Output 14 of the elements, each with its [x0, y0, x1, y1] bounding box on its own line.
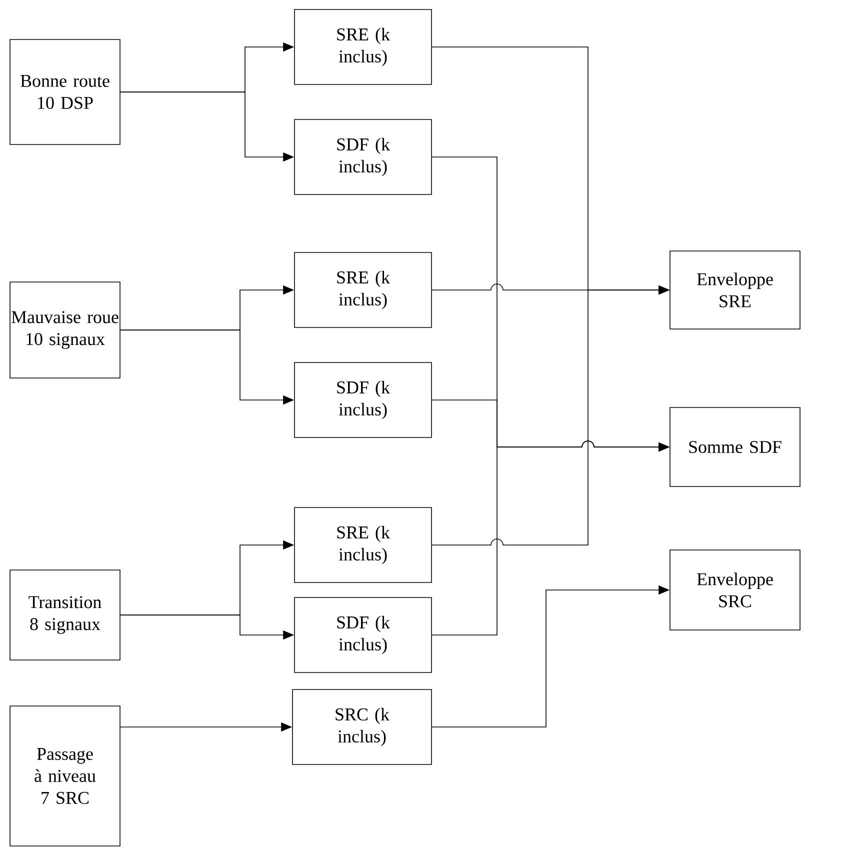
- text-box: SRE (k inclus): [294, 9, 432, 85]
- text-box: Transition 8 signaux: [10, 570, 120, 660]
- text-box: SRE (k inclus): [294, 252, 432, 328]
- text-box: Enveloppe SRE: [670, 250, 800, 330]
- text-box: Somme SDF: [670, 407, 800, 487]
- text-box: Mauvaise roue 10 signaux: [10, 282, 120, 378]
- text-box: SRC (k inclus): [292, 689, 432, 765]
- text-box: SRE (k inclus): [294, 507, 432, 583]
- text-box: Passage à niveau 7 SRC: [10, 706, 120, 846]
- text-box: SDF (k inclus): [294, 362, 432, 438]
- text-box: Bonne route 10 DSP: [10, 39, 120, 145]
- text-box: Enveloppe SRC: [670, 550, 800, 630]
- text-box: SDF (k inclus): [294, 597, 432, 673]
- text-box: SDF (k inclus): [294, 119, 432, 195]
